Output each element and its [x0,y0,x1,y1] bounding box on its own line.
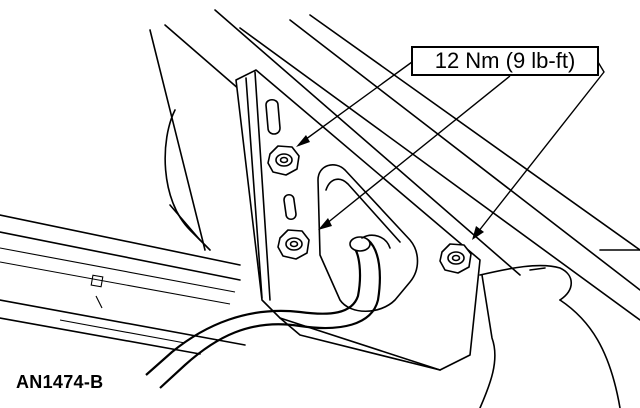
mounting-bracket [235,69,481,371]
lower-bolt [277,229,310,260]
leader-right [477,61,605,233]
body-panel-outline [0,9,640,355]
right-bolt [439,243,472,274]
side-panel [479,249,640,408]
leader-lower [325,75,511,225]
figure-id-label: AN1474-B [16,372,104,392]
nut-icon [267,145,300,176]
fluid-tube [145,234,391,389]
arrowhead-right-icon [472,226,484,240]
arrowhead-lower-icon [318,218,332,230]
nut-icon [277,229,310,260]
leader-upper [301,61,413,143]
upper-bolt [267,145,300,176]
arrowhead-upper-icon [296,135,310,147]
torque-callout: 12 Nm (9 lb-ft) [411,46,599,76]
leader-lines [296,61,605,240]
nut-icon [439,243,472,274]
